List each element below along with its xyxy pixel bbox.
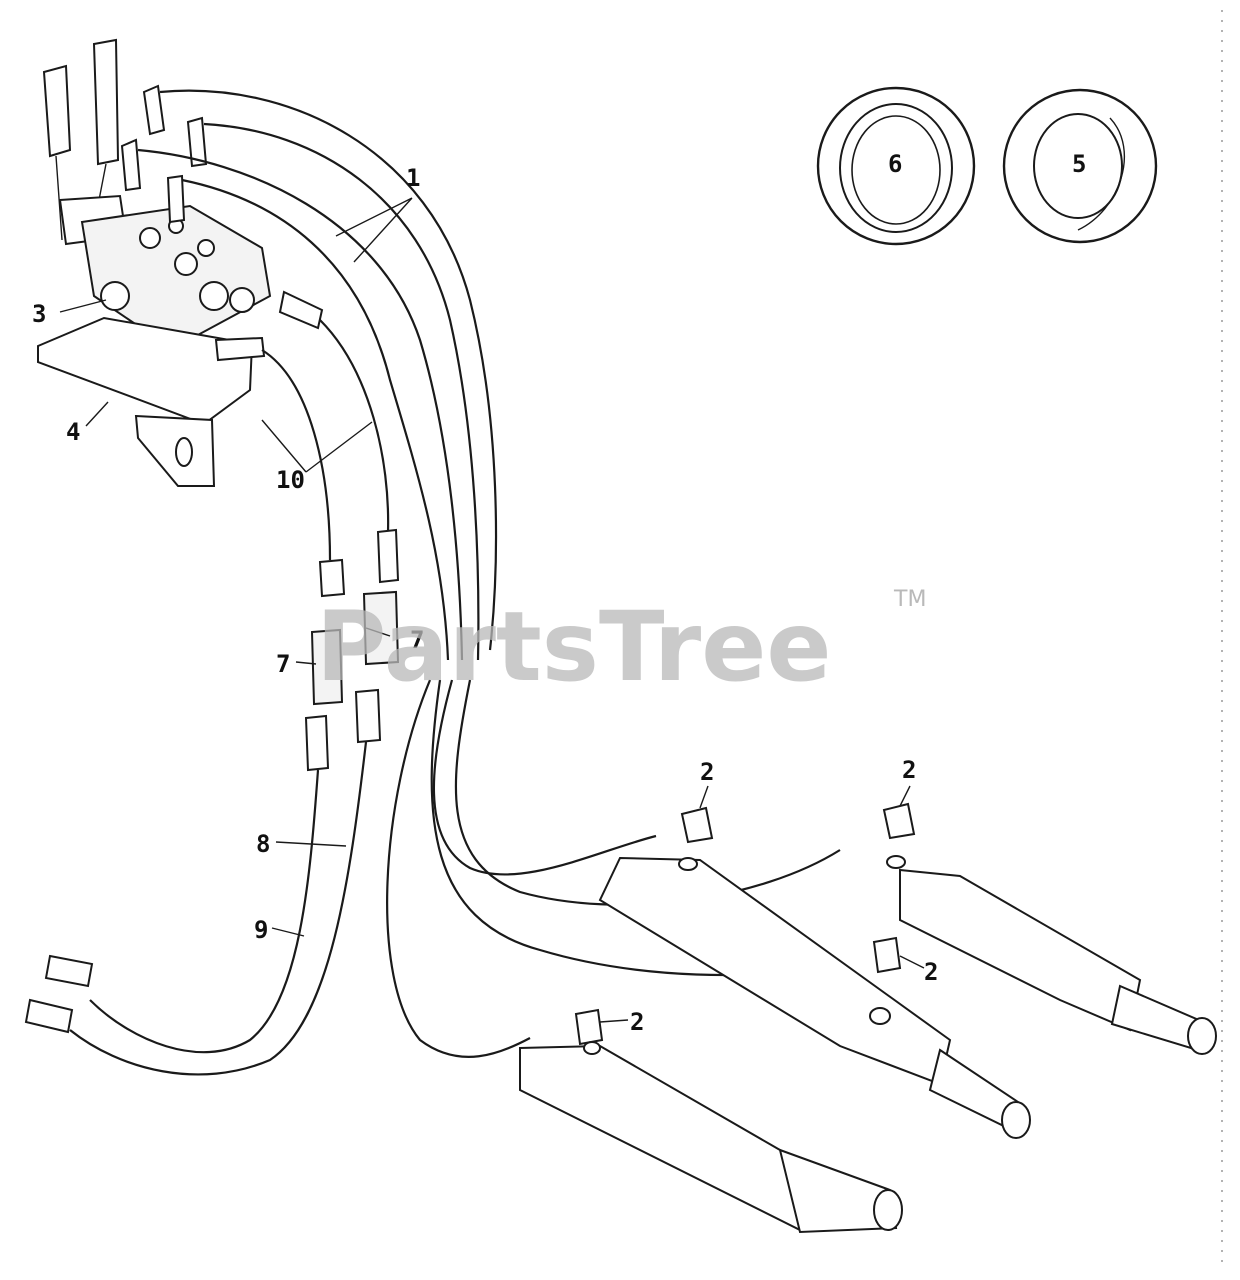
cylinder-rear <box>899 868 1142 1032</box>
lever-handle-right <box>92 38 120 166</box>
o-ring-detail-6 <box>816 86 976 246</box>
callout-9: 9 <box>254 916 268 944</box>
valve-fittings <box>120 84 208 224</box>
control-valve-assembly <box>37 38 272 487</box>
mounting-bracket <box>134 414 216 487</box>
callout-1: 1 <box>406 164 420 192</box>
callout-2b: 2 <box>902 756 916 784</box>
callout-7a: 7 <box>410 626 424 654</box>
watermark-tm: TM <box>893 587 926 612</box>
watermark-text: PartsTree <box>316 591 831 703</box>
callout-labels: 1 2 2 2 2 3 4 5 6 7 7 8 9 10 <box>32 150 1086 1036</box>
cylinders <box>519 856 1217 1234</box>
callout-10: 10 <box>276 466 305 494</box>
callout-2a: 2 <box>700 758 714 786</box>
elbow-fittings-2 <box>574 802 916 1055</box>
coupler-right <box>362 590 400 666</box>
mounting-plate <box>37 316 254 426</box>
callout-2c: 2 <box>924 958 938 986</box>
callout-2d: 2 <box>630 1008 644 1036</box>
plug <box>100 281 130 311</box>
coupler-left <box>310 628 344 706</box>
callout-5: 5 <box>1072 150 1086 178</box>
callout-3: 3 <box>32 300 46 328</box>
lever-handle-left <box>42 64 72 158</box>
short-hoses-10 <box>214 290 400 598</box>
leader-lines <box>59 197 925 1023</box>
o-ring-detail-5 <box>1002 88 1158 244</box>
quick-couplers-7 <box>310 590 400 706</box>
callout-6: 6 <box>888 150 902 178</box>
callout-4: 4 <box>66 418 80 446</box>
callout-7b: 7 <box>276 650 290 678</box>
callout-8: 8 <box>256 830 270 858</box>
hoses-8-9 <box>24 688 382 1076</box>
